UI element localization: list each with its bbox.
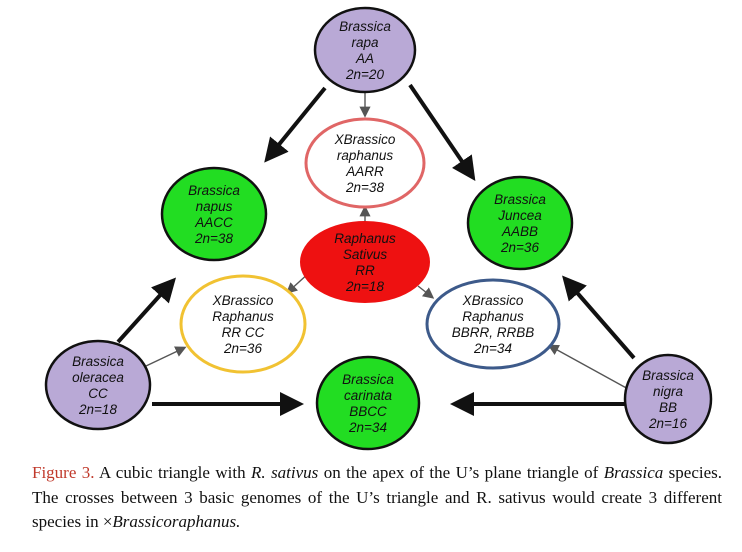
node-label-line: BB [659, 400, 677, 415]
node-label-line: AARR [345, 164, 384, 179]
node-label-line: AABB [501, 224, 538, 239]
node-ellipse [315, 355, 421, 451]
node-label-line: XBrassico [212, 293, 274, 308]
node-label-line: CC [88, 386, 108, 401]
node-ellipse [179, 274, 307, 374]
node-label-line: napus [196, 199, 233, 214]
node-label-line: 2n=16 [648, 416, 687, 431]
node-ellipse [160, 166, 268, 262]
arrow-oleracea-to-napus [116, 277, 177, 344]
node-label-line: Brassica [342, 372, 394, 387]
figure-caption: Figure 3. A cubic triangle with R. sativ… [32, 461, 722, 535]
node-ellipse [466, 175, 574, 271]
node-label-line: 2n=36 [500, 240, 539, 255]
node-label-line: 2n=36 [223, 341, 262, 356]
arrow-nigra-to-juncea [562, 275, 636, 360]
node-ellipse [313, 6, 417, 94]
arrow-nigra-to-xb-bbrr [547, 344, 631, 391]
node-label-line: 2n=34 [473, 341, 512, 356]
arrow-raphanus-to-xb-bbrr [417, 285, 435, 299]
caption-text-3: species. The crosses between 3 basic gen… [32, 463, 723, 531]
node-label-line: 2n=18 [345, 279, 384, 294]
arrow-oleracea-to-xb-rrcc [145, 346, 187, 367]
figure-label: Figure 3. [32, 463, 95, 482]
node-ellipse [300, 221, 430, 303]
node-label-line: Brassica [72, 354, 124, 369]
node-label-line: 2n=38 [194, 231, 233, 246]
node-label-line: nigra [653, 384, 684, 399]
node-label-line: XBrassico [462, 293, 524, 308]
node-label-line: AA [355, 51, 374, 66]
node-label-line: Brassica [494, 192, 546, 207]
node-label-line: 2n=18 [78, 402, 117, 417]
caption-text-2: on the apex of the U’s plane triangle of [318, 463, 604, 482]
node-label-line: oleracea [72, 370, 124, 385]
caption-text-1: A cubic triangle with [94, 463, 252, 482]
node-label-line: RR [355, 263, 375, 278]
node-ellipse [425, 278, 561, 370]
node-label-line: Sativus [343, 247, 388, 262]
node-label-line: Raphanus [212, 309, 274, 324]
node-label-line: carinata [344, 388, 393, 403]
node-label-line: raphanus [337, 148, 394, 163]
node-ellipse [304, 117, 426, 209]
node-label-line: 2n=34 [348, 420, 387, 435]
node-label-line: Juncea [497, 208, 542, 223]
node-label-line: XBrassico [334, 132, 396, 147]
node-label-line: AACC [194, 215, 233, 230]
node-ellipse [44, 339, 152, 431]
node-label-line: RR CC [222, 325, 265, 340]
node-label-line: Raphanus [462, 309, 524, 324]
node-label-line: BBRR, RRBB [452, 325, 535, 340]
node-label-line: rapa [351, 35, 379, 50]
node-label-line: 2n=20 [345, 67, 384, 82]
node-ellipse [623, 353, 713, 445]
node-label-line: Raphanus [334, 231, 396, 246]
caption-species: R. sativus [251, 463, 319, 482]
node-label-line: Brassica [339, 19, 391, 34]
caption-hybrid: Brassicoraphanus. [112, 512, 241, 531]
arrow-rapa-to-napus [264, 86, 327, 163]
node-label-line: Brassica [642, 368, 694, 383]
node-label-line: 2n=38 [345, 180, 384, 195]
node-label-line: Brassica [188, 183, 240, 198]
caption-genus: Brassica [603, 463, 664, 482]
node-label-line: BBCC [349, 404, 387, 419]
arrow-rapa-to-juncea [408, 83, 476, 181]
